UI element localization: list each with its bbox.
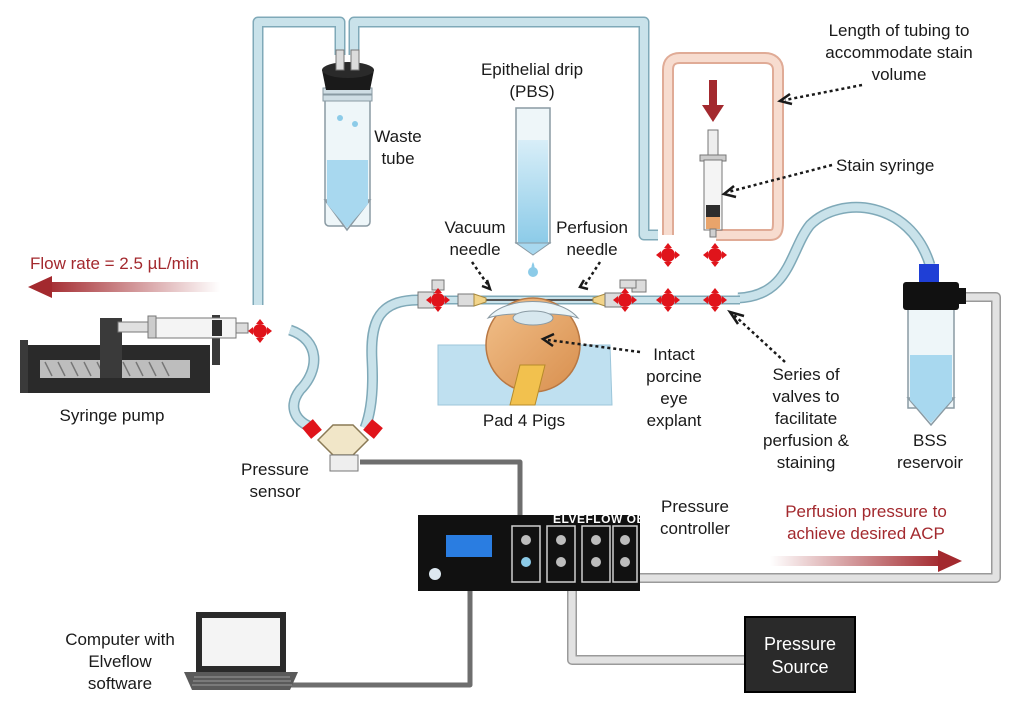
valves-label-4: perfusion & <box>763 431 850 450</box>
perf-pressure-label-1: Perfusion pressure to <box>785 502 947 521</box>
valves-label-2: valves to <box>772 387 839 406</box>
valve-syringe[interactable] <box>248 319 272 343</box>
epithelial-drip <box>514 107 552 277</box>
bss-label-1: BSS <box>913 431 947 450</box>
valve-5[interactable] <box>703 243 727 267</box>
pad-label: Pad 4 Pigs <box>483 411 565 430</box>
flow-arrows <box>28 276 962 572</box>
drip-label-1: Epithelial drip <box>481 60 583 79</box>
stain-syringe-label: Stain syringe <box>836 156 934 175</box>
tubing-label-1: Length of tubing to <box>829 21 970 40</box>
pressure-source: Pressure Source <box>744 616 856 693</box>
flow-rate-label: Flow rate = 2.5 µL/min <box>30 254 199 273</box>
valve-1[interactable] <box>613 288 637 312</box>
pcontroller-label-1: Pressure <box>661 497 729 516</box>
bss-label-2: reservoir <box>897 453 963 472</box>
waste-label-2: tube <box>381 149 414 168</box>
computer-label-1: Computer with <box>65 630 175 649</box>
psource-line2: Source <box>771 657 828 677</box>
pressure-sensor <box>302 419 383 472</box>
valve-4[interactable] <box>656 243 680 267</box>
computer-label-2: Elveflow <box>88 652 152 671</box>
pressure-controller: ELVEFLOW OB1 <box>418 512 653 591</box>
valve-vacuum[interactable] <box>426 288 450 312</box>
bss-reservoir <box>903 264 966 427</box>
perfusion-label-1: Perfusion <box>556 218 628 237</box>
psource-line1: Pressure <box>764 634 836 654</box>
eye-label-2: porcine <box>646 367 702 386</box>
tubing-label-3: volume <box>872 65 927 84</box>
pad-and-eye <box>437 297 613 406</box>
valve-2[interactable] <box>656 288 680 312</box>
text-labels: Flow rate = 2.5 µL/min Syringe pump Wast… <box>30 21 973 693</box>
computer-label-3: software <box>88 674 152 693</box>
laptop <box>184 612 298 690</box>
vacuum-label-1: Vacuum <box>444 218 505 237</box>
perfusion-line <box>417 279 740 309</box>
psensor-label-2: sensor <box>249 482 300 501</box>
eye-label-1: Intact <box>653 345 695 364</box>
perfusion-label-2: needle <box>566 240 617 259</box>
valves-label-5: staining <box>777 453 836 472</box>
valve-3[interactable] <box>703 288 727 312</box>
drip-label-2: (PBS) <box>509 82 554 101</box>
tubing-label-2: accommodate stain <box>825 43 972 62</box>
eye-label-4: explant <box>647 411 702 430</box>
eye-label-3: eye <box>660 389 687 408</box>
leader-lines <box>470 83 863 363</box>
valves <box>248 243 727 343</box>
valves-label-3: facilitate <box>775 409 837 428</box>
vacuum-label-2: needle <box>449 240 500 259</box>
stain-syringe <box>699 80 727 238</box>
valves-label-1: Series of <box>772 365 839 384</box>
waste-label-1: Waste <box>374 127 422 146</box>
elveflow-brand: ELVEFLOW OB1 <box>553 512 653 526</box>
perf-pressure-label-2: achieve desired ACP <box>787 524 945 543</box>
waste-tube <box>322 49 374 232</box>
pcontroller-label-2: controller <box>660 519 730 538</box>
psensor-label-1: Pressure <box>241 460 309 479</box>
syringe-pump <box>20 315 249 393</box>
syringe-pump-label: Syringe pump <box>60 406 165 425</box>
